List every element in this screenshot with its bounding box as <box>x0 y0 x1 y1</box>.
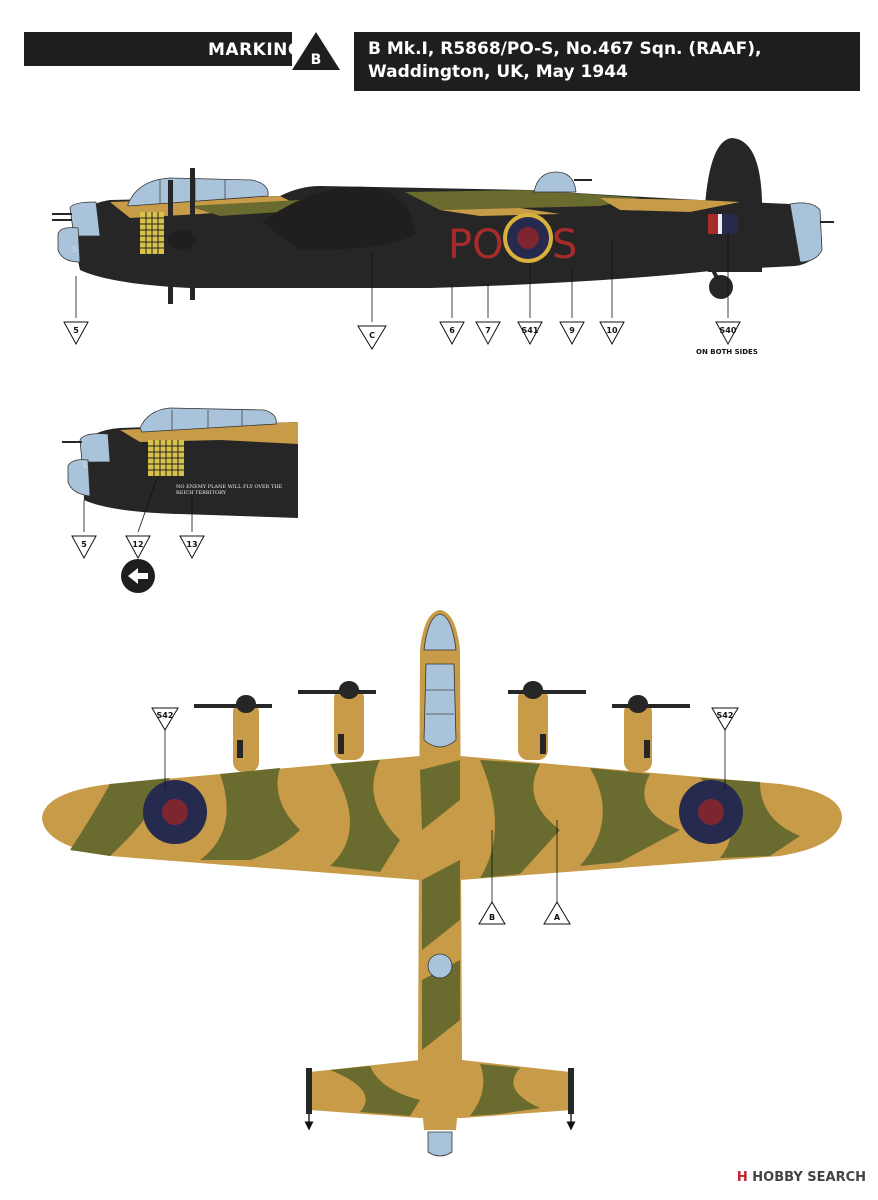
marking-label: MARKING <box>208 40 303 60</box>
marking-title: B Mk.I, R5868/PO-S, No.467 Sqn. (RAAF), … <box>368 39 762 82</box>
nose-detail-view: S <box>62 407 298 518</box>
side-callout-9: 9 <box>569 326 575 335</box>
side-callouts: 5 C 6 7 S41 9 10 S40 <box>63 232 741 350</box>
marking-label-bar: MARKING <box>24 32 302 66</box>
side-callout-10: 10 <box>606 326 618 335</box>
top-callout-A: A <box>554 913 561 922</box>
nose-art-text: NO ENEMY PLANE WILL FLY OVER THE REICH T… <box>176 484 283 496</box>
side-callout-7: 7 <box>485 326 491 335</box>
top-tail-turret <box>427 1131 453 1157</box>
side-mid-turret <box>533 171 577 193</box>
top-canopy <box>423 663 457 748</box>
side-nose-letter: S <box>72 245 77 254</box>
marking-letter-badge: B <box>292 32 340 70</box>
side-callout-5: 5 <box>73 326 79 335</box>
side-callout-S40: S40 <box>720 326 737 335</box>
top-engine-nacelles <box>194 681 690 772</box>
watermark-text: HOBBY SEARCH <box>752 1170 866 1185</box>
watermark-logo: H <box>736 1170 748 1185</box>
top-view-aircraft <box>42 610 842 1157</box>
nose-detail-letter: S <box>82 461 87 470</box>
nose-callout-13: 13 <box>186 540 197 549</box>
both-sides-note: ON BOTH SIDES <box>696 348 758 356</box>
side-nose-turret <box>69 201 101 237</box>
top-nose-turret <box>423 613 457 651</box>
marking-title-bar: B Mk.I, R5868/PO-S, No.467 Sqn. (RAAF), … <box>354 32 860 91</box>
nose-detail-bomb-aimer <box>67 459 91 497</box>
nose-detail-turret <box>79 433 111 463</box>
side-roundel <box>503 213 553 263</box>
nose-callout-5: 5 <box>81 540 87 549</box>
side-individual-letter: S <box>552 222 577 268</box>
side-code-letters: PO <box>448 222 504 268</box>
marking-letter: B <box>311 52 322 68</box>
top-callout-S42-left: S42 <box>157 711 174 720</box>
side-view-aircraft: S PO S <box>52 138 834 304</box>
side-bomb-tally <box>140 212 164 254</box>
top-callout-S42-right: S42 <box>717 711 734 720</box>
side-callout-C: C <box>369 331 375 340</box>
nose-callouts: 5 12 13 <box>71 475 205 560</box>
side-callout-S41: S41 <box>522 326 539 335</box>
nose-callout-12: 12 <box>132 540 143 549</box>
nose-detail-bomb-tally <box>148 440 184 476</box>
nose-detail-fuselage <box>82 422 298 518</box>
marking-header: MARKING B B Mk.I, R5868/PO-S, No.467 Sqn… <box>24 32 860 91</box>
side-callout-6: 6 <box>449 326 455 335</box>
direction-arrow-icon <box>121 559 155 593</box>
top-callouts: S42 S42 B A <box>151 707 739 925</box>
side-tail-turret <box>789 202 823 263</box>
watermark: H HOBBY SEARCH <box>737 1170 866 1185</box>
top-mid-turret <box>427 953 453 979</box>
side-wing-root <box>262 186 416 250</box>
top-callout-B: B <box>489 913 495 922</box>
top-roundel-right <box>679 780 743 844</box>
side-canopy <box>127 177 269 207</box>
top-roundel-left <box>143 780 207 844</box>
side-bomb-aimer-glazing <box>57 227 81 263</box>
side-fin-flash <box>708 214 738 234</box>
side-tail-wheel <box>709 275 733 299</box>
